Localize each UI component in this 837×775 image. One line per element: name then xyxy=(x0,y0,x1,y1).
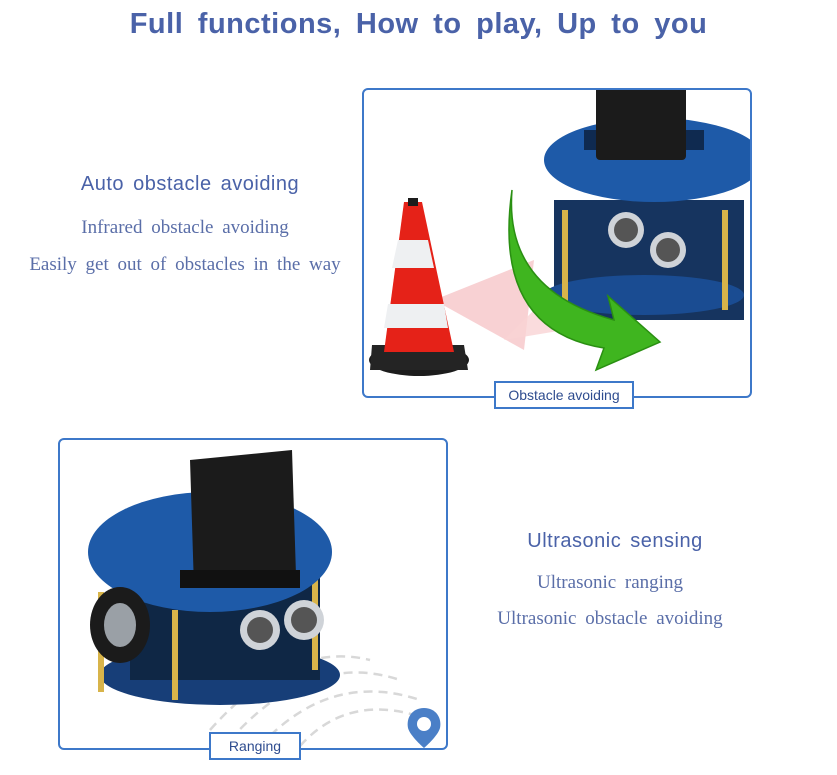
feature-heading-ultrasonic: Ultrasonic sensing xyxy=(527,530,703,552)
robot-car-top-image xyxy=(544,90,750,320)
caption-obstacle-avoiding: Obstacle avoiding xyxy=(494,381,634,409)
feature-line-ranging: Ultrasonic ranging xyxy=(537,572,683,593)
robot-car-image xyxy=(88,450,340,705)
green-arrow-icon xyxy=(508,189,662,372)
location-pin-icon xyxy=(407,708,441,748)
feature-line-escape: Easily get out of obstacles in the way xyxy=(29,254,341,275)
page-title: Full functions, How to play, Up to you xyxy=(129,8,708,40)
traffic-cone-icon xyxy=(369,198,469,376)
ranging-image-frame xyxy=(58,438,448,750)
caption-ranging: Ranging xyxy=(209,732,301,760)
feature-line-infrared: Infrared obstacle avoiding xyxy=(81,217,289,238)
feature-line-ultrasonic-avoiding: Ultrasonic obstacle avoiding xyxy=(497,608,723,629)
obstacle-avoiding-image-frame xyxy=(362,88,752,398)
feature-heading-obstacle: Auto obstacle avoiding xyxy=(80,173,300,195)
